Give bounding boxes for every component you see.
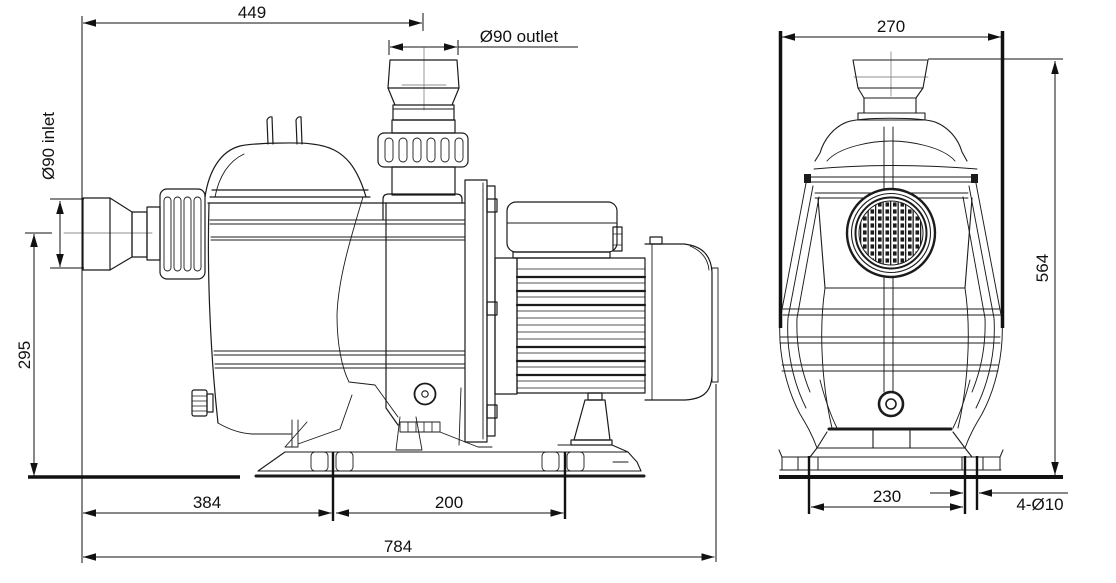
dim-label-449: 449 bbox=[238, 3, 266, 22]
dim-label-295: 295 bbox=[15, 341, 34, 369]
dim-label-270: 270 bbox=[877, 17, 905, 36]
dimension-annotations bbox=[25, 13, 1068, 563]
mounting-holes-label: 4-Ø10 bbox=[1016, 495, 1063, 514]
inlet-diameter-label: Ø90 inlet bbox=[39, 112, 58, 180]
front-view bbox=[778, 51, 1004, 471]
inlet-port bbox=[82, 188, 206, 280]
outlet-diameter-label: Ø90 outlet bbox=[480, 27, 559, 46]
base-side bbox=[254, 444, 646, 478]
motor bbox=[494, 201, 719, 446]
outlet-front bbox=[852, 59, 929, 121]
thick-extension-lines bbox=[28, 31, 1005, 479]
extension-lines bbox=[25, 13, 1063, 563]
base-front bbox=[778, 427, 1004, 471]
dimension-lines bbox=[30, 19, 1068, 561]
casing-wings bbox=[779, 177, 1003, 449]
tank-front bbox=[779, 126, 1001, 429]
strainer-window bbox=[845, 187, 937, 279]
dim-label-384: 384 bbox=[193, 493, 221, 512]
centerlines-side bbox=[63, 47, 447, 234]
dim-label-564: 564 bbox=[1033, 254, 1052, 282]
dim-label-200: 200 bbox=[435, 493, 463, 512]
dim-label-230: 230 bbox=[873, 487, 901, 506]
lid-front bbox=[804, 117, 978, 199]
dimension-ticks bbox=[331, 452, 979, 521]
volute-plug bbox=[395, 382, 493, 451]
drain-knob bbox=[191, 389, 214, 417]
strainer-tank bbox=[204, 116, 466, 448]
centerlines-front bbox=[853, 51, 929, 97]
dim-label-784: 784 bbox=[384, 537, 412, 556]
flange-plate bbox=[464, 179, 498, 443]
side-view bbox=[63, 47, 719, 478]
outlet-port bbox=[377, 59, 469, 221]
drain-plug-front bbox=[877, 390, 905, 418]
